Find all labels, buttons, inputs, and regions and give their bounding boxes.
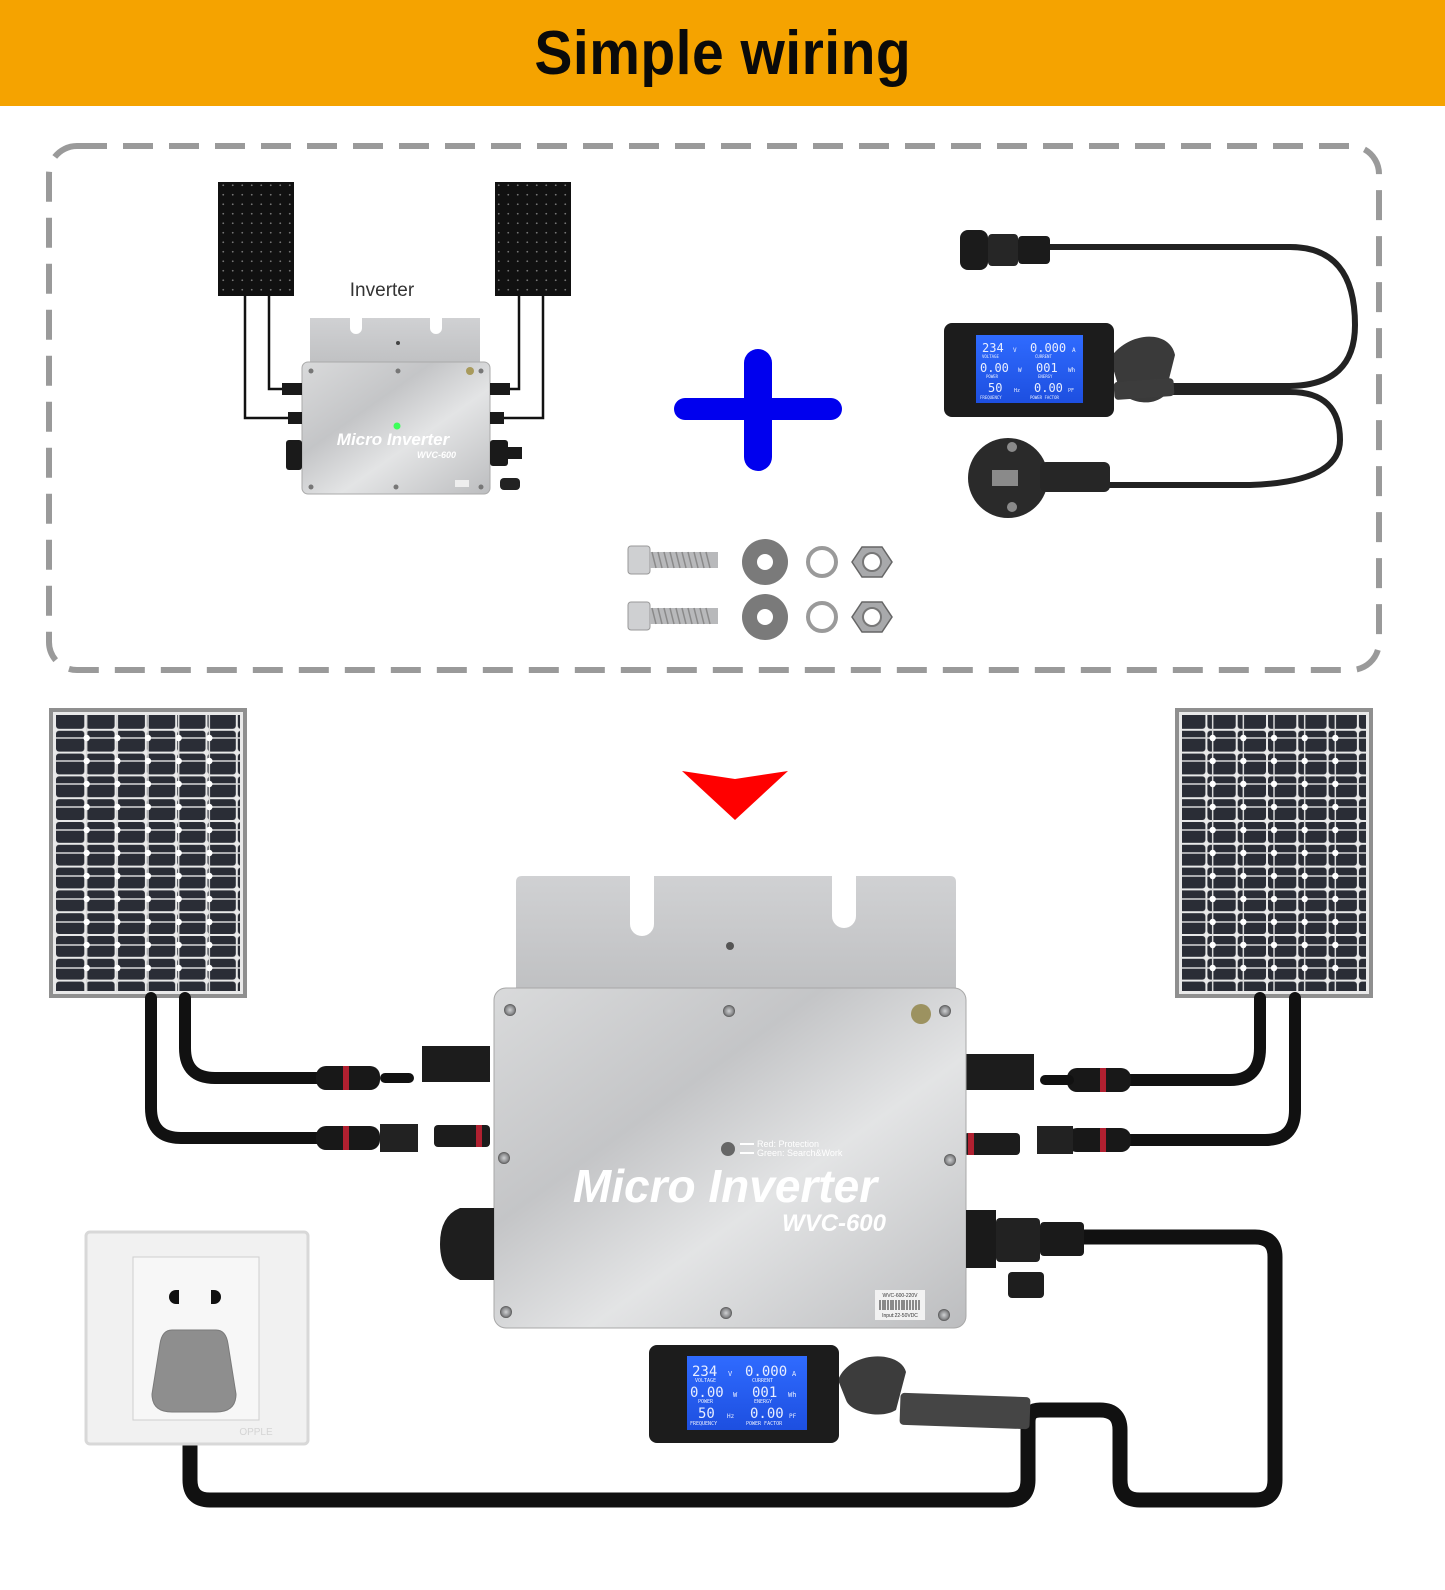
plus-icon	[674, 349, 842, 471]
meter-voltage-label: VOLTAGE	[695, 1378, 716, 1384]
kit-inverter-label: Inverter	[350, 280, 415, 301]
inverter-model-text: WVC-600	[782, 1210, 887, 1237]
meter-current-unit: A	[792, 1370, 797, 1378]
led-legend-green: Green: Search&Work	[757, 1148, 843, 1158]
kit-meter-pf-unit: PF	[1068, 388, 1074, 394]
kit-meter-voltage-value: 234	[982, 341, 1004, 355]
kit-power-meter-cable: 234 V 0.000 A VOLTAGE CURRENT 0.00 W 001…	[944, 230, 1359, 518]
meter-current-label: CURRENT	[752, 1378, 773, 1384]
kit-meter-power-unit: W	[1018, 367, 1022, 374]
kit-solar-panel-right	[495, 182, 571, 296]
kit-meter-pf-label: POWER FACTOR	[1030, 395, 1059, 400]
meter-voltage-unit: V	[728, 1370, 733, 1378]
meter-energy-value: 001	[752, 1385, 777, 1401]
kit-contents-box	[46, 143, 1382, 673]
kit-meter-power-label: POWER	[986, 374, 999, 379]
dc-cables	[145, 992, 1301, 1146]
kit-meter-energy-label: ENERGY	[1038, 374, 1053, 379]
kit-solar-panel-left	[218, 182, 294, 296]
meter-frequency-unit: Hz	[727, 1413, 735, 1420]
mounting-hardware	[627, 539, 893, 640]
meter-power-unit: W	[733, 1391, 738, 1399]
kit-inverter-model-text: WVC-600	[417, 450, 456, 460]
mc4-connectors	[316, 1046, 1131, 1155]
kit-meter-current-value: 0.000	[1030, 341, 1066, 355]
kit-meter-pf-value: 0.00	[1034, 381, 1063, 395]
meter-energy-label: ENERGY	[754, 1399, 772, 1405]
ac-cable	[182, 1229, 1283, 1508]
meter-current-value: 0.000	[745, 1364, 787, 1380]
kit-meter-current-unit: A	[1072, 347, 1076, 354]
micro-inverter: Red: Protection Green: Search&Work Micro…	[440, 876, 1084, 1329]
meter-energy-unit: Wh	[788, 1391, 796, 1399]
wall-outlet: OPPLE	[84, 1230, 310, 1446]
meter-frequency-label: FREQUENCY	[690, 1421, 717, 1427]
kit-meter-frequency-label: FREQUENCY	[980, 395, 1002, 400]
kit-inverter-brand-text: Micro Inverter	[337, 430, 451, 449]
bolt-icon	[627, 545, 718, 631]
title-banner: Simple wiring	[0, 0, 1445, 106]
outlet-brand: OPPLE	[239, 1427, 273, 1438]
kit-meter-frequency-unit: Hz	[1014, 388, 1020, 394]
meter-pf-value: 0.00	[750, 1406, 784, 1422]
page-title: Simple wiring	[534, 18, 911, 88]
meter-frequency-value: 50	[698, 1406, 715, 1422]
meter-power-label: POWER	[698, 1399, 714, 1405]
kit-meter-power-value: 0.00	[980, 361, 1009, 375]
spring-washer-icon	[806, 546, 838, 633]
inverter-label-input: Input:22-50VDC	[882, 1313, 918, 1319]
inverter-label-model: WVC-600-220V	[882, 1293, 918, 1299]
flat-washer-icon	[742, 539, 788, 640]
kit-meter-current-label: CURRENT	[1035, 354, 1052, 359]
power-meter: 234 V 0.000 A VOLTAGE CURRENT 0.00 W 001…	[649, 1345, 1031, 1443]
kit-meter-voltage-label: VOLTAGE	[982, 354, 999, 359]
meter-power-value: 0.00	[690, 1385, 724, 1401]
led-legend-red: Red: Protection	[757, 1139, 819, 1149]
arrow-down-icon	[682, 771, 788, 820]
inverter-brand-text: Micro Inverter	[573, 1160, 879, 1212]
meter-pf-label: POWER FACTOR	[746, 1421, 783, 1427]
meter-pf-unit: PF	[789, 1413, 797, 1420]
kit-meter-energy-value: 001	[1036, 361, 1058, 375]
kit-meter-voltage-unit: V	[1013, 347, 1017, 354]
kit-meter-energy-unit: Wh	[1068, 367, 1076, 374]
kit-meter-frequency-value: 50	[988, 381, 1002, 395]
kit-micro-inverter: Micro Inverter WVC-600	[282, 318, 522, 495]
hex-nut-icon	[851, 546, 893, 633]
meter-voltage-value: 234	[692, 1364, 717, 1380]
